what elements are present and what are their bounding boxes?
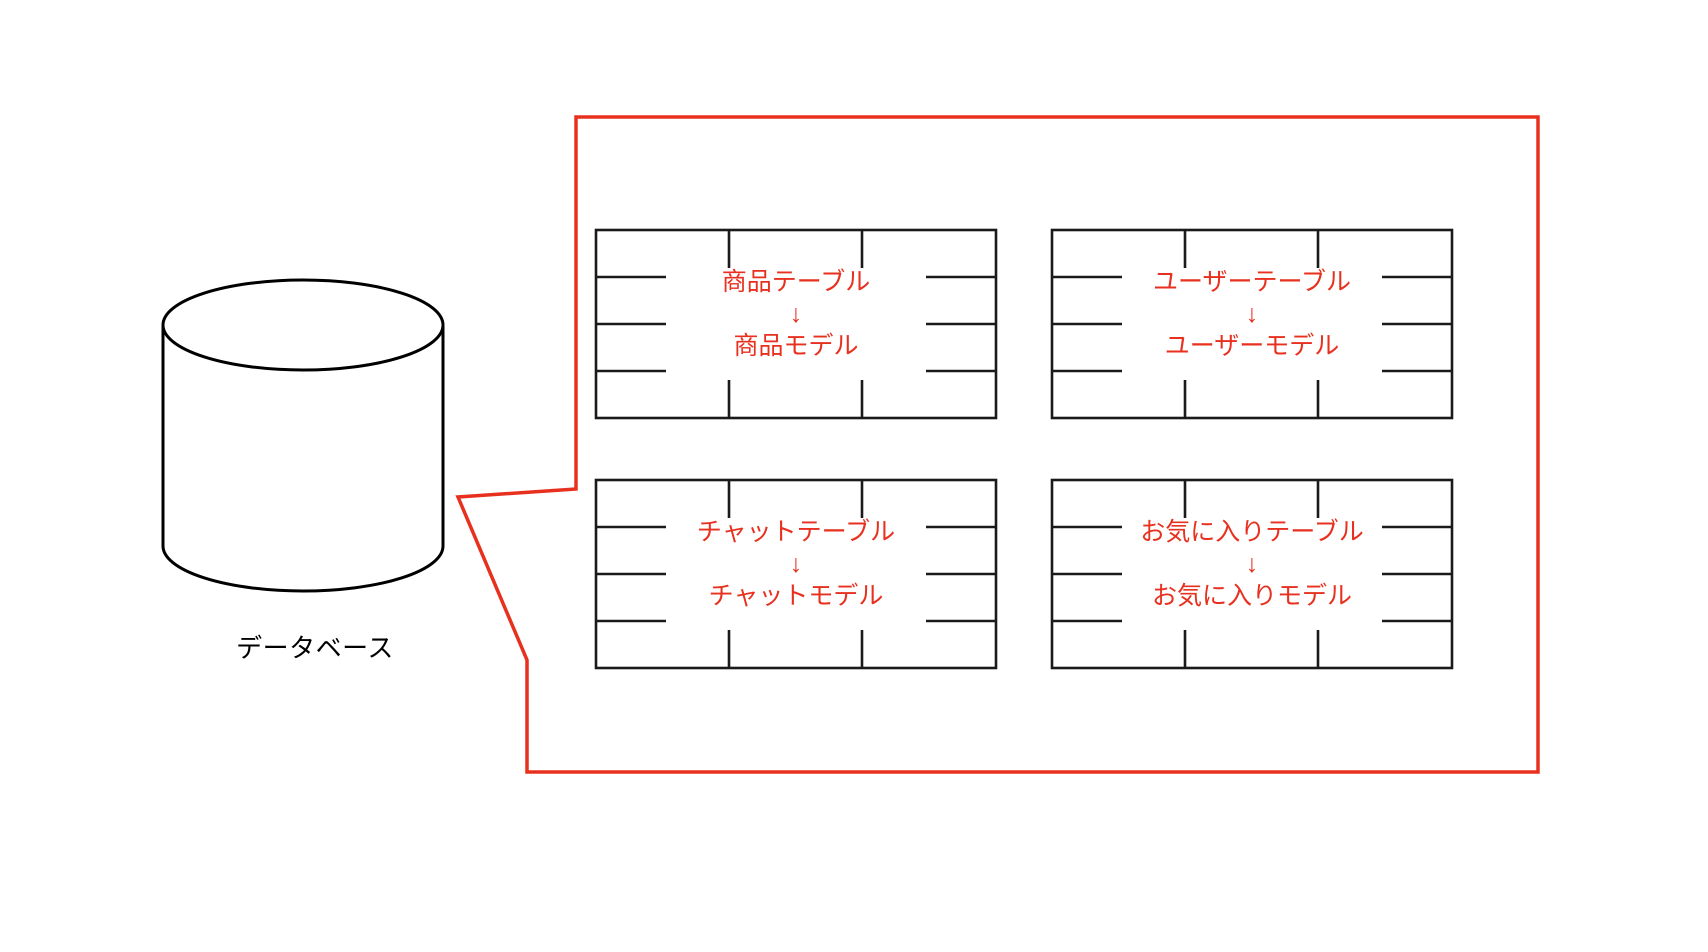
table-box-user: [1050, 228, 1454, 420]
table-box-product: [594, 228, 998, 420]
table-box-favorite: [1050, 478, 1454, 670]
database-cylinder-icon: [161, 278, 445, 593]
database-label: データベース: [236, 633, 394, 663]
table-box-chat: [594, 478, 998, 670]
callout-border: [455, 115, 1540, 774]
